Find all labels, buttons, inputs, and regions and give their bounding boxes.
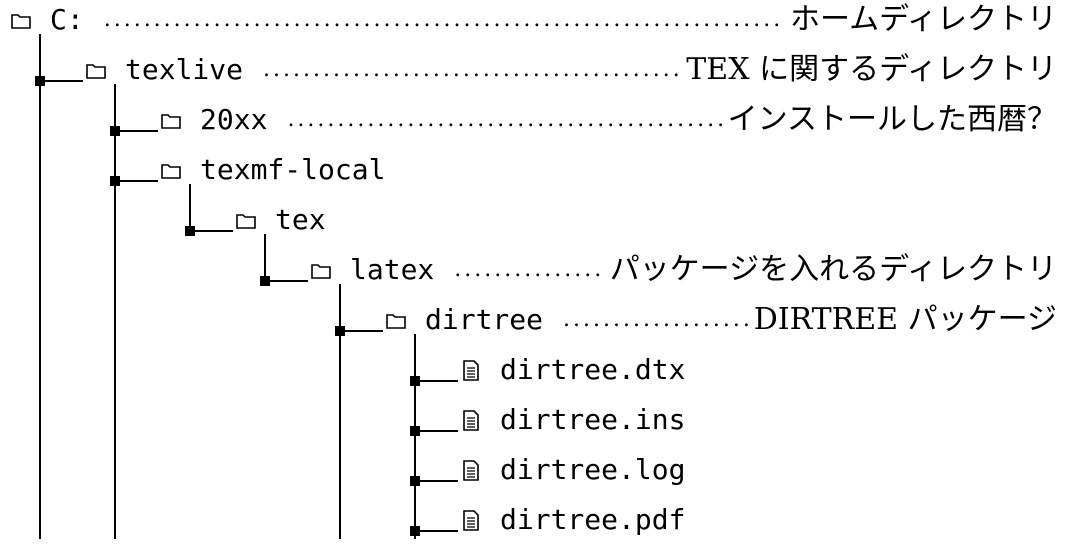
tree-node-name: dirtree.dtx [500, 353, 686, 386]
tree-node-marker [260, 276, 270, 286]
tree-branch-line [339, 330, 383, 332]
tree-node-name: latex [350, 253, 435, 286]
file-icon [460, 345, 482, 395]
folder-icon [310, 245, 332, 295]
tree-branch-line [414, 430, 458, 432]
folder-icon [385, 295, 407, 345]
tree-branch-line [414, 380, 458, 382]
tree-branch-line [264, 280, 308, 282]
tree-node-description: パッケージを入れるディレクトリ [607, 245, 1057, 295]
folder-icon [10, 0, 32, 45]
tree-folder-row: texmf-local [0, 145, 1079, 195]
tree-branch-line [39, 80, 83, 82]
tree-node-name: dirtree.log [500, 453, 686, 486]
tree-folder-row: C:......................................… [0, 0, 1079, 45]
tree-node-name: texlive [125, 53, 244, 86]
file-icon [460, 395, 482, 445]
dotted-leader: ........................................… [103, 7, 784, 32]
tree-file-row: dirtree.pdf [0, 495, 1079, 545]
tree-folder-row: dirtree.................................… [0, 295, 1079, 345]
tree-trunk-line [39, 34, 41, 539]
tree-node-name: dirtree.ins [500, 403, 686, 436]
tree-node-name: dirtree.pdf [500, 503, 686, 536]
tree-folder-row: texlive.................................… [0, 45, 1079, 95]
tree-node-name: texmf-local [200, 153, 386, 186]
tree-node-description: TEX に関するディレクトリ [684, 45, 1057, 95]
folder-icon [160, 95, 182, 145]
tree-node-name: tex [275, 203, 326, 236]
tree-trunk-line [264, 234, 266, 280]
tree-folder-row: latex...................................… [0, 245, 1079, 295]
tree-node-marker [185, 226, 195, 236]
dotted-leader: ........................................… [263, 57, 680, 82]
tree-node-description: インストールした西暦？ [725, 95, 1057, 145]
file-icon [460, 445, 482, 495]
dotted-leader: ........................................… [287, 107, 721, 132]
tree-branch-line [414, 530, 458, 532]
tree-node-description: DIRTREE パッケージ [751, 295, 1057, 345]
tree-file-row: dirtree.ins [0, 395, 1079, 445]
folder-icon [235, 195, 257, 245]
tree-trunk-line [339, 284, 341, 539]
tree-branch-line [189, 230, 233, 232]
tree-node-name: 20xx [200, 103, 268, 136]
tree-node-name: dirtree [425, 303, 544, 336]
tree-branch-line [114, 180, 158, 182]
tree-trunk-line [414, 334, 416, 539]
folder-icon [160, 145, 182, 195]
tree-trunk-line [114, 84, 116, 539]
tree-folder-row: 20xx....................................… [0, 95, 1079, 145]
tree-branch-line [114, 130, 158, 132]
file-icon [460, 495, 482, 545]
tree-node-name: C: [50, 3, 84, 36]
folder-icon [85, 45, 107, 95]
tree-file-row: dirtree.log [0, 445, 1079, 495]
dotted-leader: ........................................… [563, 307, 748, 332]
tree-node-description: ホームディレクトリ [788, 0, 1057, 45]
tree-file-row: dirtree.dtx [0, 345, 1079, 395]
tree-folder-row: tex [0, 195, 1079, 245]
tree-branch-line [414, 480, 458, 482]
tree-trunk-line [189, 184, 191, 230]
dotted-leader: ........................................… [454, 257, 604, 282]
